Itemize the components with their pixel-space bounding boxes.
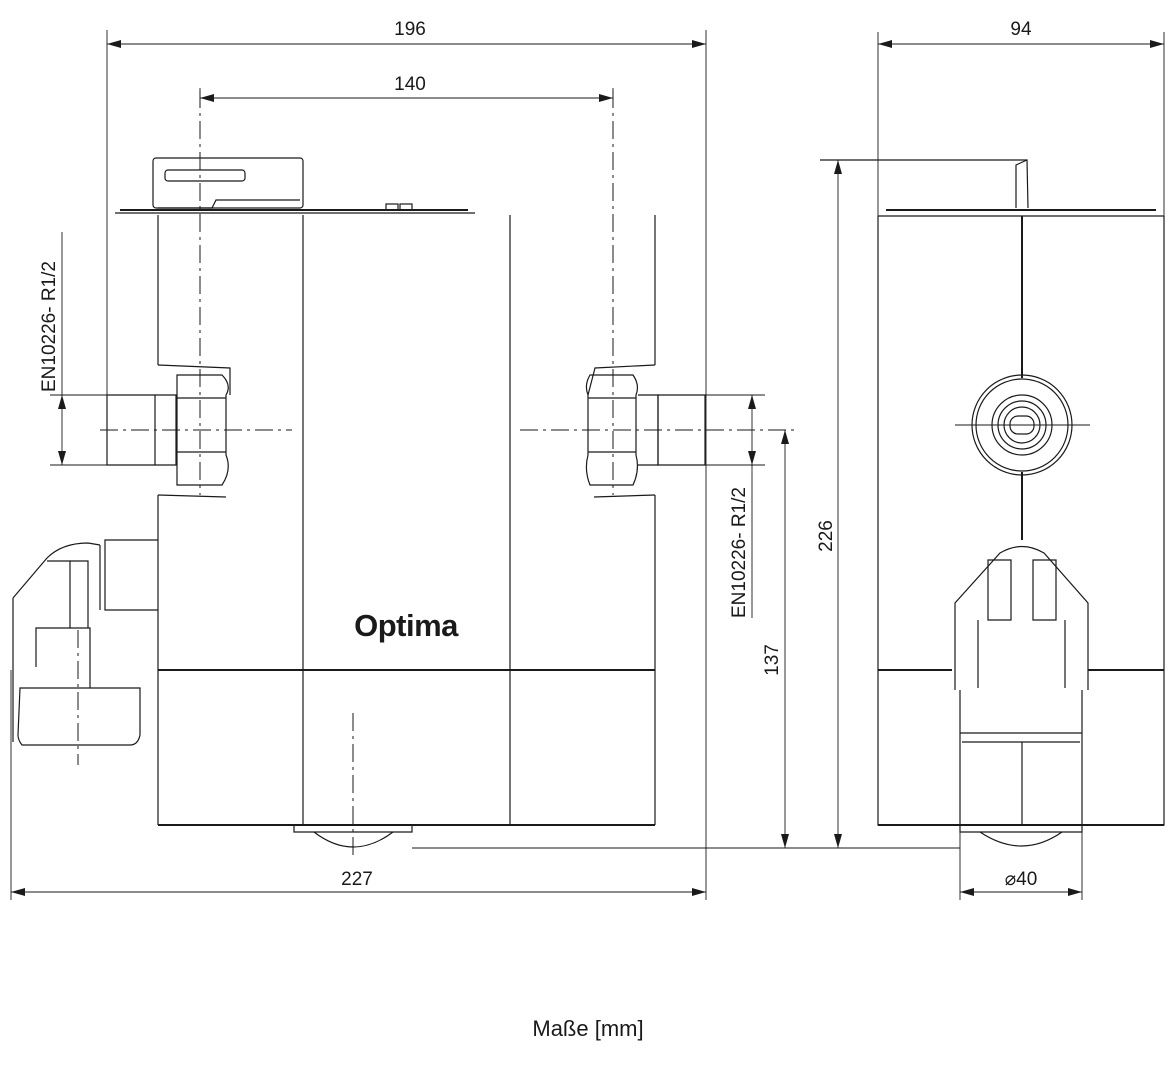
control-head	[152, 157, 304, 209]
filter-body	[157, 215, 656, 860]
outlet-fitting-right	[520, 90, 795, 498]
dimension-label-196: 196	[394, 19, 426, 40]
dimension-thread-left: EN10226- R1/2	[39, 232, 107, 466]
brand-logo: Optima	[354, 608, 459, 643]
inlet-fitting-left	[100, 90, 292, 498]
dimension-label-226: 226	[816, 520, 837, 552]
dimension-226: 226	[816, 160, 960, 849]
dimension-label-227: 227	[341, 869, 373, 890]
side-view	[820, 159, 1165, 847]
thread-label-right: EN10226- R1/2	[729, 487, 750, 618]
dimension-label-94: 94	[1010, 19, 1032, 40]
side-port	[955, 374, 1090, 476]
dimension-40: ⌀40	[959, 832, 1083, 900]
dimension-label-140: 140	[394, 74, 426, 95]
dimension-196: 196	[106, 19, 707, 900]
lid	[115, 203, 475, 214]
thread-label-left: EN10226- R1/2	[39, 261, 60, 392]
units-caption: Maße [mm]	[532, 1016, 644, 1041]
drain-elbow	[12, 539, 158, 765]
dimension-227: 227	[10, 670, 706, 900]
dimension-label-40: ⌀40	[1005, 869, 1038, 890]
dimension-thread-right: EN10226- R1/2	[705, 394, 765, 618]
front-view: Optima	[12, 90, 795, 860]
dimension-140: 140	[199, 74, 614, 102]
dimension-94: 94	[877, 19, 1165, 216]
side-elbow	[954, 545, 1089, 825]
dimension-label-137: 137	[762, 644, 783, 676]
